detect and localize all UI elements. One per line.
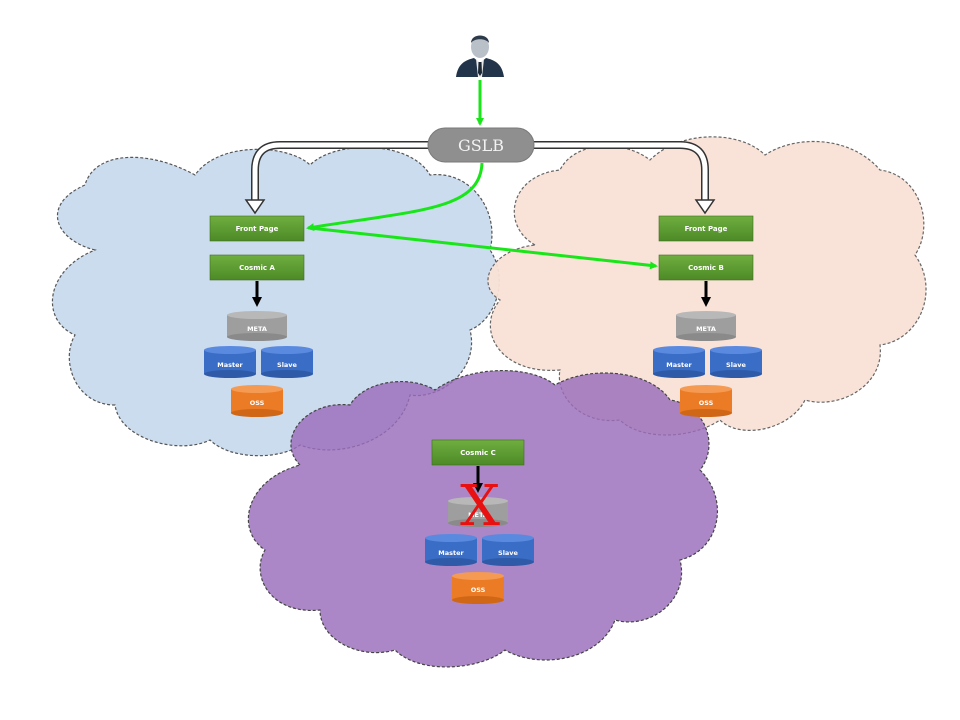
master-b-label: Master — [666, 361, 692, 369]
front-page-a-box: Front Page — [209, 215, 305, 242]
slave-a-label: Slave — [277, 361, 298, 369]
master-a-db: Master — [204, 346, 256, 378]
cosmic-a-label: Cosmic A — [239, 264, 275, 272]
front-page-a-to-cosmic-b-arrow — [309, 226, 658, 270]
oss-c-label: OSS — [471, 586, 486, 594]
cosmic-b-box: Cosmic B — [658, 254, 754, 281]
oss-a-label: OSS — [250, 399, 265, 407]
master-c-db: Master — [425, 534, 477, 566]
stack-c: Cosmic C META X Master Slave OSS — [425, 439, 534, 604]
cosmic-b-label: Cosmic B — [688, 264, 724, 272]
oss-b-db: OSS — [680, 385, 732, 417]
gslb-label: GSLB — [458, 136, 504, 155]
oss-a-db: OSS — [231, 385, 283, 417]
slave-a-db: Slave — [261, 346, 313, 378]
cosmic-c-label: Cosmic C — [460, 449, 496, 457]
gslb-to-front-page-a-arrow — [306, 162, 484, 231]
master-a-label: Master — [217, 361, 243, 369]
meta-c-db: META — [448, 497, 508, 527]
gslb-route-right — [528, 141, 716, 215]
cosmic-c-box: Cosmic C — [431, 439, 525, 466]
oss-b-label: OSS — [699, 399, 714, 407]
stack-a: Front Page Cosmic A META Master Slave — [204, 215, 313, 417]
user-icon — [456, 35, 504, 77]
front-page-a-label: Front Page — [236, 225, 279, 233]
slave-b-label: Slave — [726, 361, 747, 369]
gslb-node: GSLB — [427, 127, 535, 163]
front-page-b-box: Front Page — [658, 215, 754, 242]
gslb-route-left — [244, 141, 432, 215]
meta-a-label: META — [247, 325, 267, 333]
meta-c-label: META — [468, 511, 488, 519]
meta-b-label: META — [696, 325, 716, 333]
cosmic-a-box: Cosmic A — [209, 254, 305, 281]
slave-b-db: Slave — [710, 346, 762, 378]
front-page-b-label: Front Page — [685, 225, 728, 233]
slave-c-label: Slave — [498, 549, 519, 557]
meta-a-db: META — [227, 311, 287, 341]
master-b-db: Master — [653, 346, 705, 378]
meta-b-db: META — [676, 311, 736, 341]
slave-c-db: Slave — [482, 534, 534, 566]
cloud-a — [51, 146, 500, 457]
failure-x-mark: X — [460, 474, 500, 539]
oss-c-db: OSS — [452, 572, 504, 604]
stack-b: Front Page Cosmic B META Master Slave — [653, 215, 762, 417]
master-c-label: Master — [438, 549, 464, 557]
